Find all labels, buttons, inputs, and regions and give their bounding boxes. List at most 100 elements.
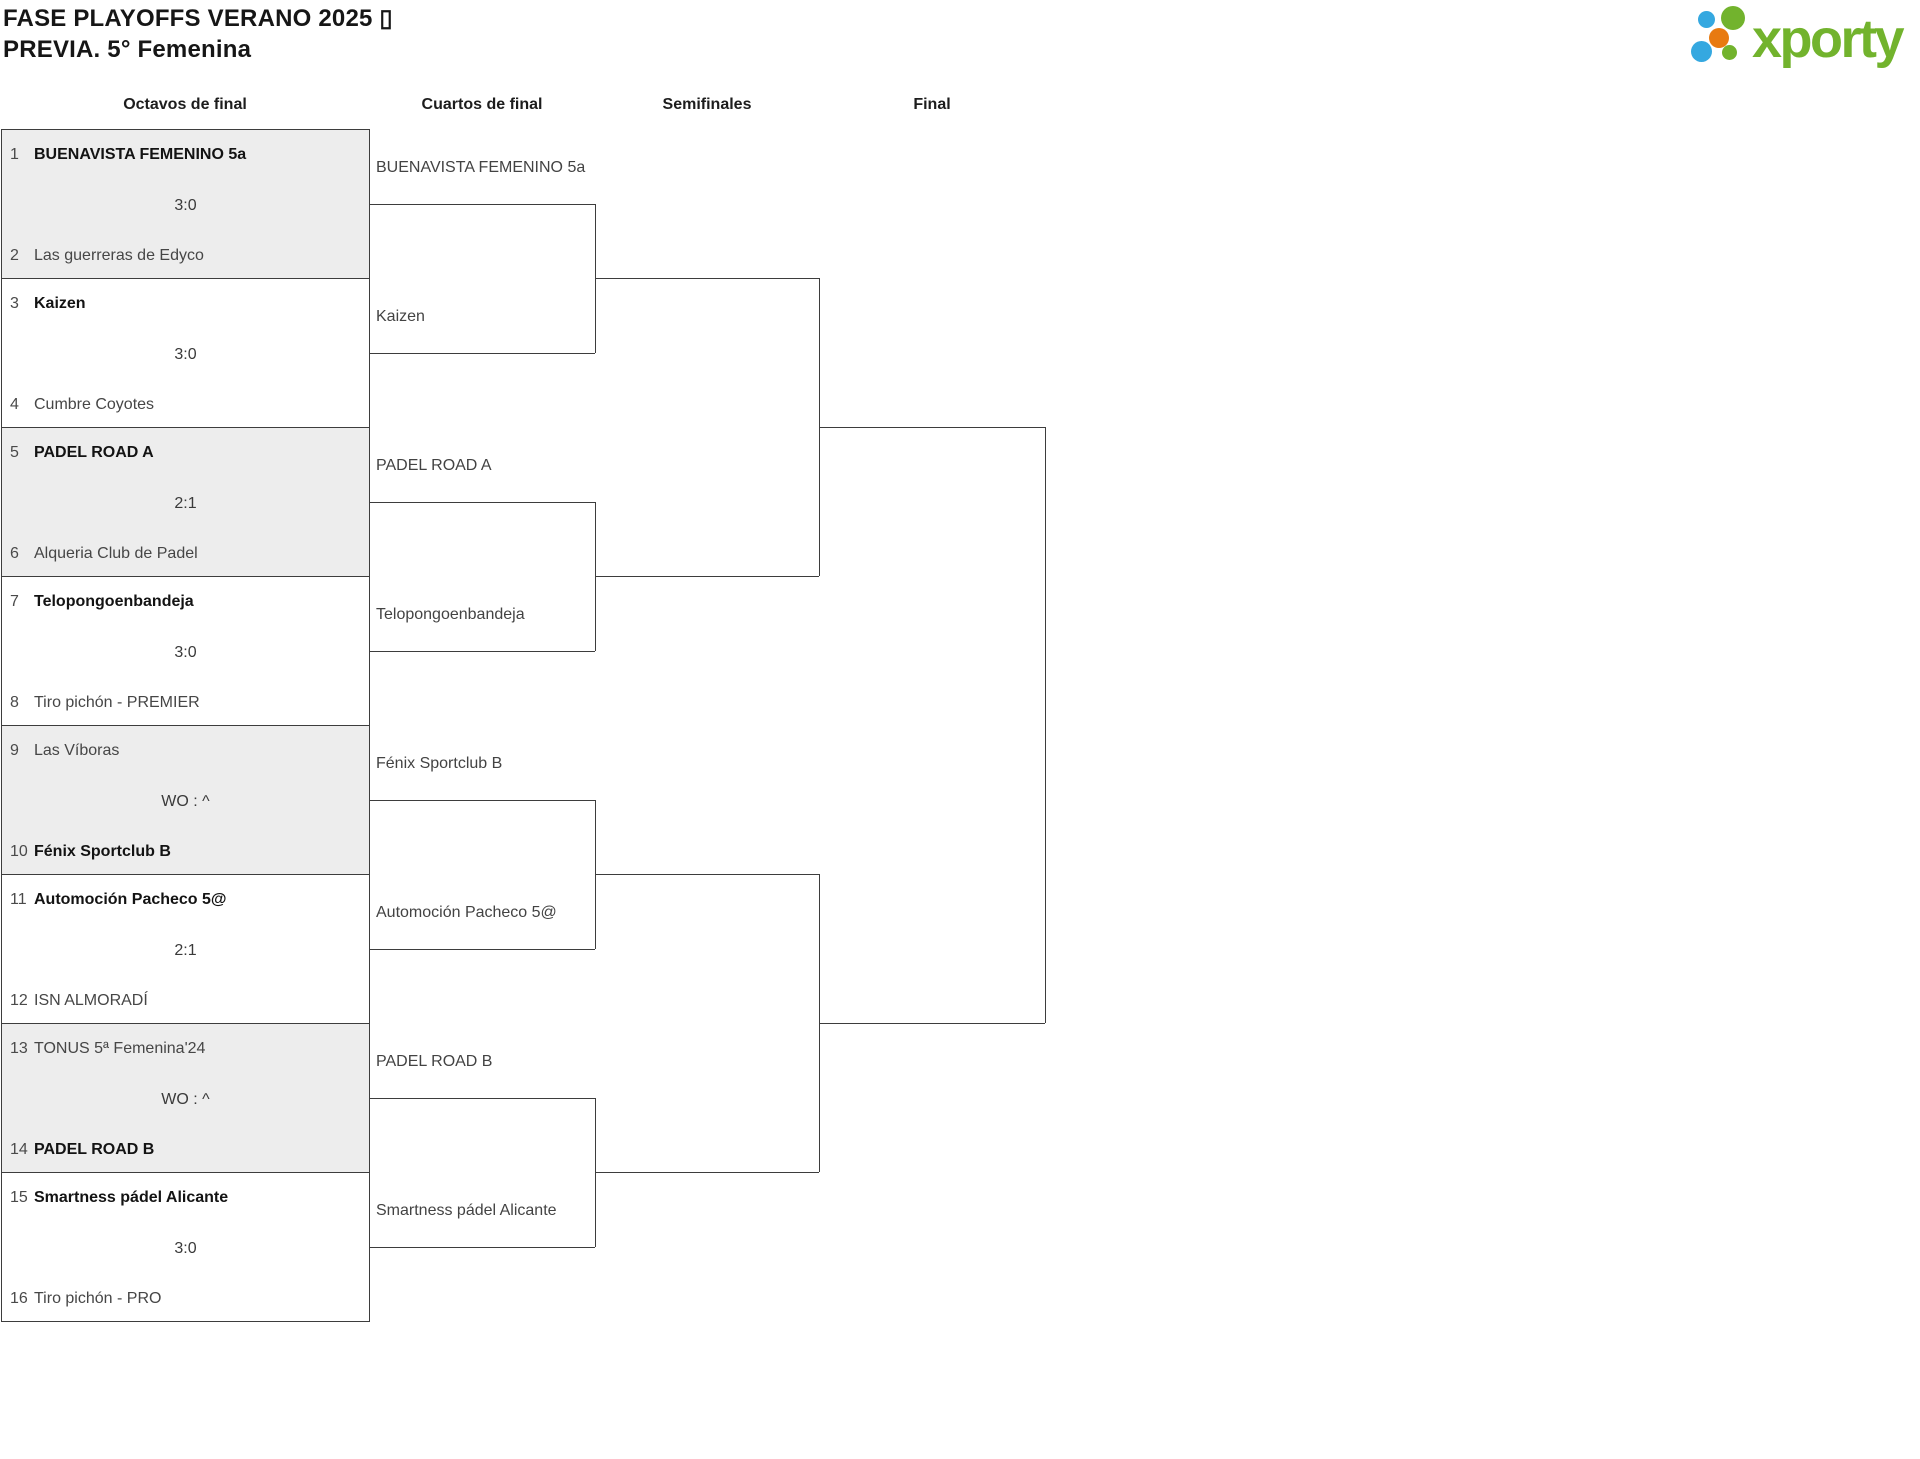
team-row: 3 Kaizen <box>2 293 369 315</box>
team-name: PADEL ROAD B <box>34 1141 155 1158</box>
team-row: 7 Telopongoenbandeja <box>2 591 369 613</box>
tournament-title: FASE PLAYOFFS VERANO 2025 ▯ <box>3 5 393 32</box>
team-row: 15 Smartness pádel Alicante <box>2 1187 369 1209</box>
bracket-line <box>595 576 819 577</box>
team-name: Tiro pichón - PRO <box>34 1290 162 1307</box>
seed-number: 11 <box>10 891 27 908</box>
seed-number: 4 <box>10 396 19 413</box>
seed-number: 8 <box>10 694 19 711</box>
logo-dot-green-large <box>1721 6 1745 30</box>
team-name: Telopongoenbandeja <box>34 593 194 610</box>
bracket-line <box>370 203 595 205</box>
team-row: 16 Tiro pichón - PRO <box>2 1288 369 1310</box>
bracket-line <box>370 1246 595 1248</box>
team-name: Kaizen <box>34 295 86 312</box>
match-box-6[interactable]: 11 Automoción Pacheco 5@ 2:1 12 ISN ALMORADÍ <box>1 874 370 1024</box>
team-name: PADEL ROAD A <box>34 444 154 461</box>
round-header-1: Cuartos de final <box>421 96 543 113</box>
bracket-line <box>1045 427 1046 1023</box>
team-name: TONUS 5ª Femenina'24 <box>34 1040 206 1057</box>
qf-winner-label: PADEL ROAD B <box>376 1052 493 1070</box>
qf-winner-label: Kaizen <box>376 307 425 325</box>
team-name: Cumbre Coyotes <box>34 396 155 413</box>
team-row: 6 Alqueria Club de Padel <box>2 543 369 565</box>
bracket-line <box>370 352 595 354</box>
bracket-line <box>819 427 1045 428</box>
team-row: 9 Las Víboras <box>2 740 369 762</box>
team-row: 2 Las guerreras de Edyco <box>2 245 369 267</box>
bracket-line <box>819 1023 1045 1024</box>
qf-winner-label: PADEL ROAD A <box>376 456 492 474</box>
match-score: WO : ^ <box>161 793 210 810</box>
team-name: BUENAVISTA FEMENINO 5a <box>34 146 247 163</box>
team-row: 1 BUENAVISTA FEMENINO 5a <box>2 144 369 166</box>
match-box-2[interactable]: 3 Kaizen 3:0 4 Cumbre Coyotes <box>1 278 370 428</box>
seed-number: 14 <box>10 1141 28 1158</box>
qf-winner-label: BUENAVISTA FEMENINO 5a <box>376 158 586 176</box>
seed-number: 12 <box>10 992 28 1009</box>
team-name: Las guerreras de Edyco <box>34 247 204 264</box>
team-name: ISN ALMORADÍ <box>34 992 148 1009</box>
match-box-8[interactable]: 15 Smartness pádel Alicante 3:0 16 Tiro pich… <box>1 1172 370 1322</box>
team-row: 14 PADEL ROAD B <box>2 1139 369 1161</box>
match-box-3[interactable]: 5 PADEL ROAD A 2:1 6 Alqueria Club de Padel <box>1 427 370 577</box>
match-score: 2:1 <box>174 942 197 959</box>
bracket-line <box>595 1172 819 1173</box>
bracket-line <box>595 278 819 279</box>
match-box-7[interactable]: 13 TONUS 5ª Femenina'24 WO : ^ 14 PADEL ROAD… <box>1 1023 370 1173</box>
logo-dot-orange <box>1709 28 1729 48</box>
match-box-1[interactable]: 1 BUENAVISTA FEMENINO 5a 3:0 2 Las guerreras… <box>1 129 370 279</box>
bracket-line <box>595 874 819 875</box>
seed-number: 15 <box>10 1189 28 1206</box>
xporty-logo[interactable]: xporty <box>1688 2 1916 72</box>
team-row: 5 PADEL ROAD A <box>2 442 369 464</box>
logo-dot-blue-small <box>1698 11 1715 28</box>
bracket-line <box>370 501 595 503</box>
match-score: 2:1 <box>174 495 197 512</box>
seed-number: 13 <box>10 1040 28 1057</box>
team-name: Alqueria Club de Padel <box>34 545 198 562</box>
seed-number: 6 <box>10 545 19 562</box>
tournament-subtitle: PREVIA. 5° Femenina <box>3 36 252 63</box>
seed-number: 10 <box>10 843 28 860</box>
bracket-line <box>370 650 595 652</box>
match-box-5[interactable]: 9 Las Víboras WO : ^ 10 Fénix Sportclub B <box>1 725 370 875</box>
team-name: Automoción Pacheco 5@ <box>34 891 227 908</box>
seed-number: 7 <box>10 593 19 610</box>
match-score: WO : ^ <box>161 1091 210 1108</box>
qf-winner-label: Fénix Sportclub B <box>376 754 503 772</box>
match-score: 3:0 <box>174 644 197 661</box>
qf-winner-label: Telopongoenbandeja <box>376 605 525 623</box>
round-header-2: Semifinales <box>662 96 752 113</box>
xporty-logo-text: xporty <box>1752 9 1905 69</box>
seed-number: 16 <box>10 1290 28 1307</box>
logo-dot-blue-large <box>1691 41 1712 62</box>
bracket-line <box>370 948 595 950</box>
seed-number: 2 <box>10 247 19 264</box>
seed-number: 5 <box>10 444 19 461</box>
match-score: 3:0 <box>174 1240 197 1257</box>
team-row: 11 Automoción Pacheco 5@ <box>2 889 369 911</box>
match-score: 3:0 <box>174 197 197 214</box>
match-score: 3:0 <box>174 346 197 363</box>
seed-number: 9 <box>10 742 19 759</box>
team-name: Fénix Sportclub B <box>34 843 171 860</box>
logo-dot-green-small <box>1722 45 1737 60</box>
team-name: Las Víboras <box>34 742 120 759</box>
bracket-line <box>370 799 595 801</box>
seed-number: 1 <box>10 146 19 163</box>
seed-number: 3 <box>10 295 19 312</box>
qf-winner-label: Smartness pádel Alicante <box>376 1201 557 1219</box>
team-name: Smartness pádel Alicante <box>34 1189 229 1206</box>
team-row: 10 Fénix Sportclub B <box>2 841 369 863</box>
team-row: 4 Cumbre Coyotes <box>2 394 369 416</box>
bracket-line <box>370 1097 595 1099</box>
qf-winner-label: Automoción Pacheco 5@ <box>376 903 557 921</box>
team-row: 13 TONUS 5ª Femenina'24 <box>2 1038 369 1060</box>
team-row: 12 ISN ALMORADÍ <box>2 990 369 1012</box>
round-header-0: Octavos de final <box>123 96 247 113</box>
round-header-3: Final <box>913 96 951 113</box>
